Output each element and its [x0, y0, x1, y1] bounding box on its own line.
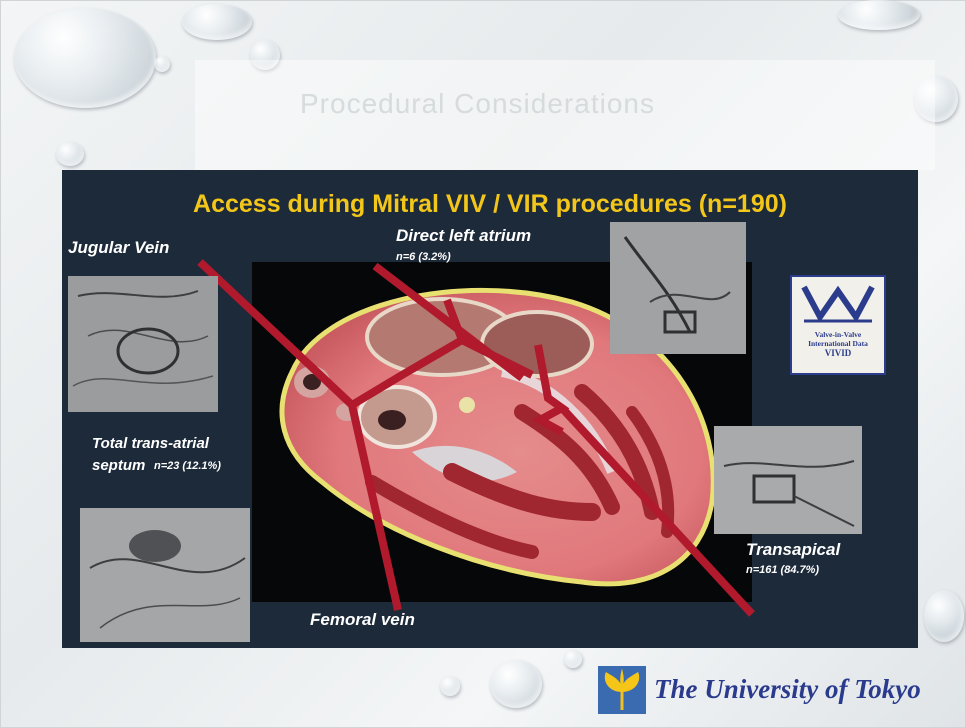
label-transseptal-line1: Total trans-atrial — [92, 435, 209, 452]
water-drop-decoration — [924, 590, 964, 642]
water-drop-decoration — [56, 142, 84, 166]
water-drop-decoration — [440, 676, 460, 696]
embedded-slide: Access during Mitral VIV / VIR procedure… — [62, 170, 918, 648]
vivid-logo: Valve-in-Valve International Data VIVID — [790, 275, 886, 375]
ginkgo-leaf-icon — [598, 666, 646, 714]
vivid-emblem-icon — [798, 281, 878, 325]
water-drop-decoration — [182, 4, 252, 40]
fluoroscopy-image-direct-la — [610, 222, 746, 354]
vivid-logo-line2: International Data — [792, 339, 884, 348]
label-jugular-vein: Jugular Vein — [68, 238, 169, 258]
label-direct-left-atrium: Direct left atrium — [396, 226, 531, 246]
water-drop-decoration — [14, 8, 156, 108]
fluoroscopy-image-jugular — [68, 276, 218, 412]
fluoroscopy-image-transseptal — [80, 508, 250, 642]
vivid-logo-line1: Valve-in-Valve — [792, 330, 884, 339]
label-transseptal-line2: septum — [92, 457, 145, 474]
label-transseptal-count: n=23 (12.1%) — [154, 460, 221, 472]
water-drop-decoration — [564, 650, 582, 668]
label-transapical-count: n=161 (84.7%) — [746, 564, 819, 576]
vivid-logo-line3: VIVID — [792, 348, 884, 358]
label-direct-left-atrium-count: n=6 (3.2%) — [396, 251, 451, 263]
university-name: The University of Tokyo — [654, 674, 921, 705]
label-transapical: Transapical — [746, 540, 840, 560]
water-drop-decoration — [154, 56, 170, 72]
fluoroscopy-image-transapical — [714, 426, 862, 534]
ghost-title: Procedural Considerations — [300, 88, 655, 120]
label-femoral-vein: Femoral vein — [310, 610, 415, 630]
water-drop-decoration — [838, 0, 920, 30]
water-drop-decoration — [490, 660, 542, 708]
